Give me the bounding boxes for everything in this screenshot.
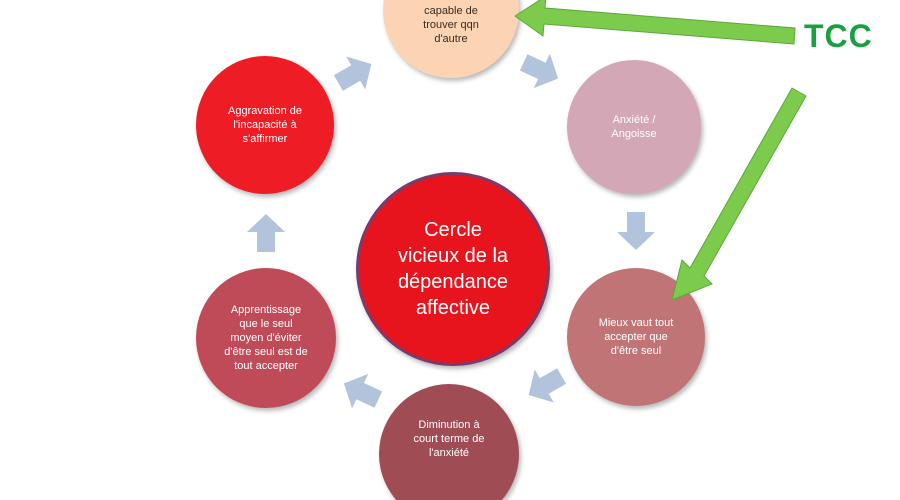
- node-aggravation-label: Aggravation de l'incapacité à s'affirmer: [228, 105, 302, 145]
- node-anxiety-label: Anxiété / Angoisse: [611, 114, 657, 140]
- tcc-arrow-to-top-node: [514, 0, 796, 45]
- tcc-label: TCC: [804, 18, 873, 54]
- node-anxiety-decrease-label: Diminution à court terme de l'anxiété: [413, 419, 485, 459]
- arrow-accept-to-decrease: [528, 368, 567, 403]
- arrow-aggravation-to-top: [333, 56, 372, 91]
- node-anxiety-decrease: Diminution à court terme de l'anxiété: [379, 384, 519, 500]
- node-find-someone-else-label: capable de trouver qqn d'autre: [423, 5, 479, 45]
- center-node-label: Cercle vicieux de la dépendance affectiv…: [397, 219, 509, 319]
- node-learning-label: Apprentissage que le seul moyen d'éviter…: [224, 304, 308, 372]
- node-anxiety: Anxiété / Angoisse: [567, 60, 701, 194]
- arrow-learning-to-aggravation: [247, 214, 285, 252]
- tcc-arrow-to-accept-node: [671, 87, 807, 301]
- node-learning: Apprentissage que le seul moyen d'éviter…: [196, 268, 336, 408]
- arrow-top-to-anxiety: [519, 53, 559, 89]
- node-aggravation: Aggravation de l'incapacité à s'affirmer: [196, 56, 334, 194]
- arrow-decrease-to-learning: [343, 373, 383, 409]
- center-node: Cercle vicieux de la dépendance affectiv…: [356, 172, 550, 366]
- node-accept-everything-label: Mieux vaut tout accepter que d'être seul: [598, 317, 674, 357]
- arrow-anxiety-to-accept: [617, 212, 655, 250]
